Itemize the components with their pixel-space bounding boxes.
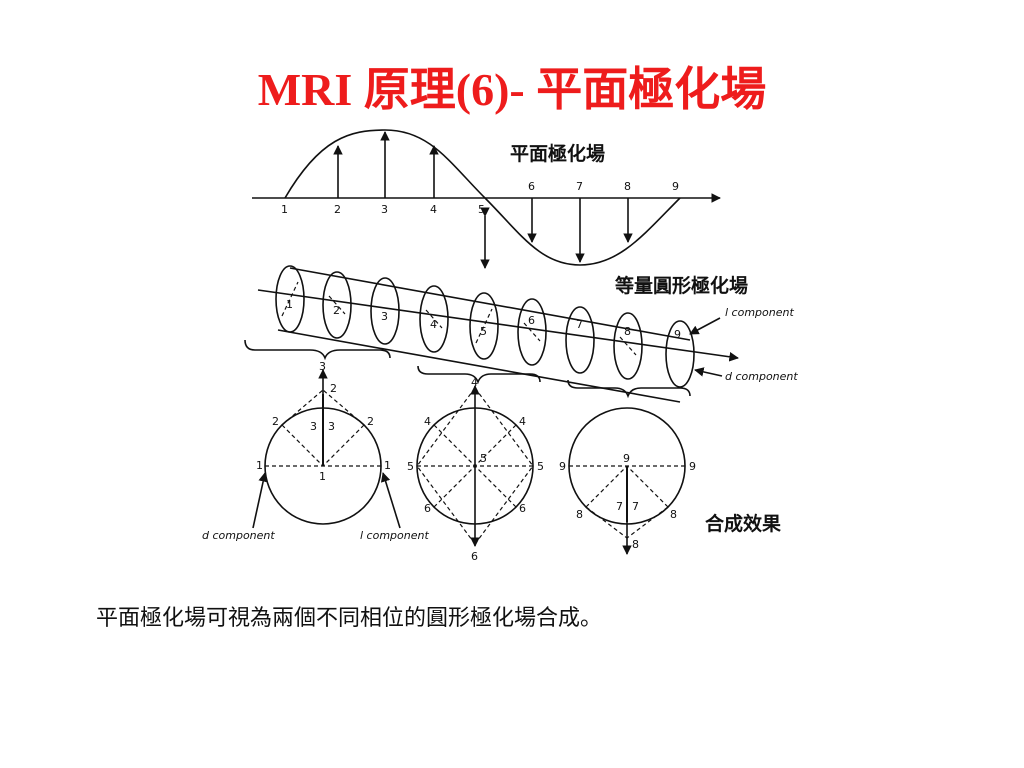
c1-label-1-right: 1 [384, 459, 391, 472]
helix-label-6: 6 [528, 314, 535, 327]
c1-label-1-left: 1 [256, 459, 263, 472]
c3-label-7-right: 7 [632, 500, 639, 513]
c3-label-9-left: 9 [559, 460, 566, 473]
brace-2 [417, 365, 541, 385]
c2-label-5-center: 5 [480, 452, 487, 465]
helix-ellipse-2 [322, 271, 352, 339]
slide-title: MRI 原理(6)- 平面極化場 [257, 63, 767, 115]
c1-label-2-left: 2 [272, 415, 279, 428]
helix-ellipse-8 [613, 312, 643, 380]
c2-label-6-right: 6 [519, 502, 526, 515]
c3-label-8-left: 8 [576, 508, 583, 521]
c2-label-4-right: 4 [519, 415, 526, 428]
c2-label-6-bottom: 6 [471, 550, 478, 563]
c1-label-2-top: 2 [330, 382, 337, 395]
brace-1 [244, 339, 391, 361]
helix-label-9: 9 [674, 328, 681, 341]
sine-wave [284, 129, 681, 266]
c1-label-3-left: 3 [310, 420, 317, 433]
helix-label-2: 2 [333, 304, 340, 317]
c2-label-6-left: 6 [424, 502, 431, 515]
helix-ellipse-1 [275, 265, 305, 333]
helix-ellipse-5 [469, 292, 499, 360]
wave-label-8: 8 [624, 180, 631, 193]
wave-label-4: 4 [430, 203, 437, 216]
helix-label-8: 8 [624, 325, 631, 338]
c2-label-5-left: 5 [407, 460, 414, 473]
c1-l-component: l component [360, 529, 429, 542]
c3-label-7-left: 7 [616, 500, 623, 513]
c3-label-8-right: 8 [670, 508, 677, 521]
l-component-label: l component [725, 306, 794, 319]
c1-d-component: d component [202, 529, 275, 542]
helix-title: 等量圓形極化場 [614, 274, 748, 297]
wave-label-9: 9 [672, 180, 679, 193]
c2-label-5-right: 5 [537, 460, 544, 473]
helix-ellipse-3 [370, 277, 400, 345]
c3-label-9-top: 9 [623, 452, 630, 465]
c2-label-4-top: 4 [471, 376, 478, 389]
polarization-diagram: 平面極化場 1 2 3 4 5 6 7 8 9 等量圓形極化場 1 2 3 4 … [202, 129, 798, 563]
helix-ellipse-4 [419, 285, 449, 353]
helix-label-5: 5 [480, 325, 487, 338]
c3-label-8-bottom: 8 [632, 538, 639, 551]
caption: 平面極化場可視為兩個不同相位的圓形極化場合成。 [96, 606, 603, 631]
c2-label-4-left: 4 [424, 415, 431, 428]
c1-label-3-right: 3 [328, 420, 335, 433]
helix-label-7: 7 [576, 318, 583, 331]
wave-label-1: 1 [281, 203, 288, 216]
helix-ellipse-7 [565, 306, 595, 374]
c3-label-9-right: 9 [689, 460, 696, 473]
result-title: 合成效果 [705, 512, 781, 535]
d-component-label: d component [725, 370, 798, 383]
cylinder-bottom-edge [277, 329, 681, 403]
wave-label-2: 2 [334, 203, 341, 216]
helix-label-4: 4 [430, 318, 437, 331]
cylinder-top-edge [289, 267, 691, 341]
helix-label-3: 3 [381, 310, 388, 323]
wave-label-6: 6 [528, 180, 535, 193]
helix-ellipse-9 [665, 320, 695, 388]
c1-label-1-center: 1 [319, 470, 326, 483]
helix-label-1: 1 [286, 298, 293, 311]
c1-label-2-right: 2 [367, 415, 374, 428]
wave-label-3: 3 [381, 203, 388, 216]
c1-label-3-top: 3 [319, 360, 326, 373]
wave-title: 平面極化場 [510, 142, 605, 165]
brace-3 [567, 379, 691, 399]
helix-ellipse-6 [517, 298, 547, 366]
wave-label-7: 7 [576, 180, 583, 193]
wave-label-5: 5 [478, 203, 485, 216]
